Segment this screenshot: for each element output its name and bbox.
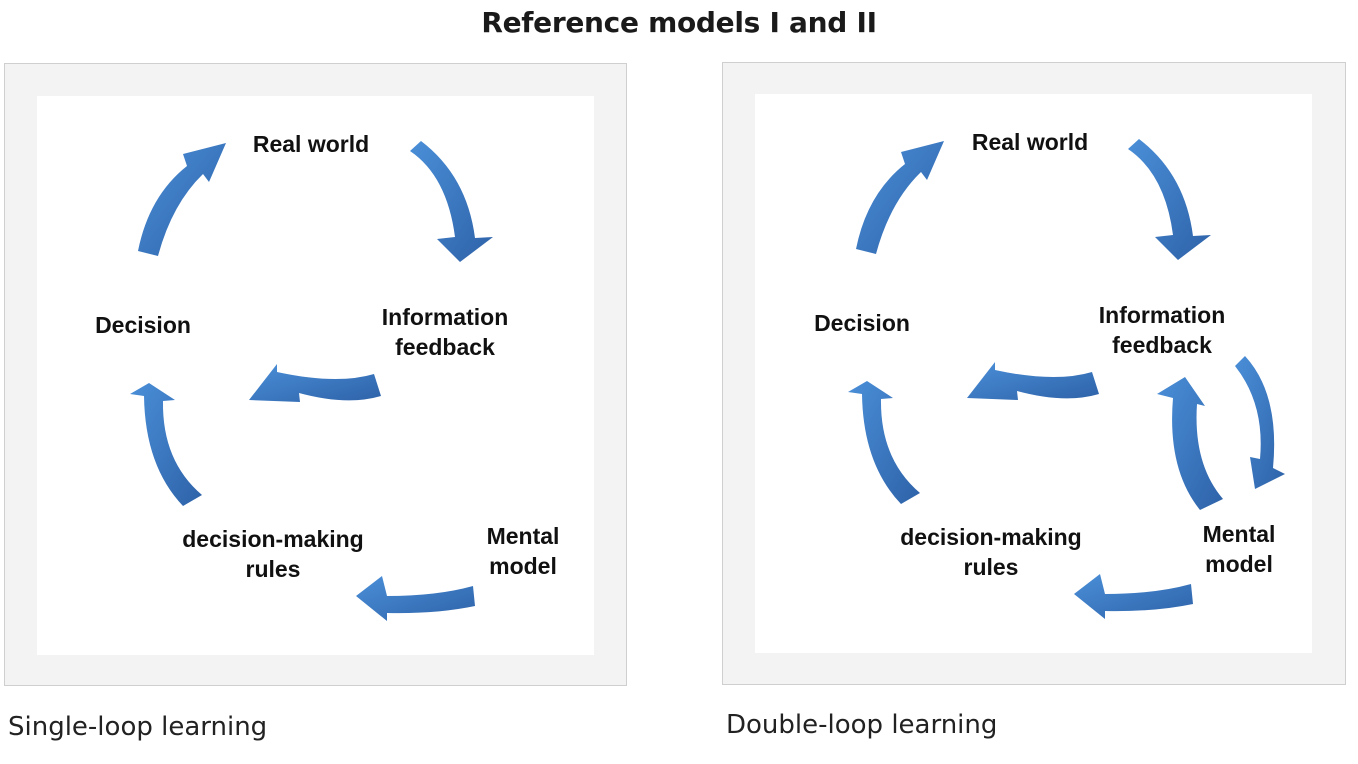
label-mental: Mental	[1203, 521, 1276, 547]
arrow-mentalmodel-to-rules	[356, 576, 475, 621]
label-model: model	[489, 553, 557, 579]
label-real-world: Real world	[972, 129, 1088, 155]
arrow-rules-to-decision	[848, 381, 920, 504]
label-real-world: Real world	[253, 131, 369, 157]
label-rules: rules	[246, 556, 301, 582]
double-loop-caption: Double-loop learning	[726, 710, 998, 740]
arrow-feedback-to-decision	[967, 362, 1099, 400]
single-loop-panel: Real world Information feedback Decision…	[4, 63, 627, 686]
double-loop-diagram: Real world Information feedback Decision…	[755, 94, 1312, 653]
label-decision: Decision	[95, 312, 191, 338]
label-information: Information	[1099, 302, 1226, 328]
arrow-feedback-to-mentalmodel	[1235, 356, 1285, 489]
double-loop-panel: Real world Information feedback Decision…	[722, 62, 1346, 685]
label-mental: Mental	[487, 523, 560, 549]
single-loop-caption: Single-loop learning	[8, 712, 268, 742]
page-title: Reference models I and II	[481, 6, 877, 39]
arrow-rules-to-decision	[130, 383, 202, 506]
label-information: Information	[382, 304, 509, 330]
arrow-realworld-to-feedback	[1128, 139, 1211, 260]
label-model: model	[1205, 551, 1273, 577]
label-decision: Decision	[814, 310, 910, 336]
arrow-mentalmodel-to-feedback	[1157, 377, 1223, 510]
arrow-feedback-to-decision	[249, 364, 381, 402]
arrow-decision-to-realworld	[856, 141, 944, 254]
arrow-mentalmodel-to-rules	[1074, 574, 1193, 619]
single-loop-diagram: Real world Information feedback Decision…	[37, 96, 594, 655]
double-loop-svg: Real world Information feedback Decision…	[814, 129, 1285, 619]
single-loop-svg: Real world Information feedback Decision…	[95, 131, 560, 621]
label-feedback: feedback	[395, 334, 495, 360]
label-decision-making: decision-making	[900, 524, 1081, 550]
label-decision-making: decision-making	[182, 526, 363, 552]
arrow-decision-to-realworld	[138, 143, 226, 256]
label-feedback: feedback	[1112, 332, 1212, 358]
label-rules: rules	[964, 554, 1019, 580]
arrow-realworld-to-feedback	[410, 141, 493, 262]
